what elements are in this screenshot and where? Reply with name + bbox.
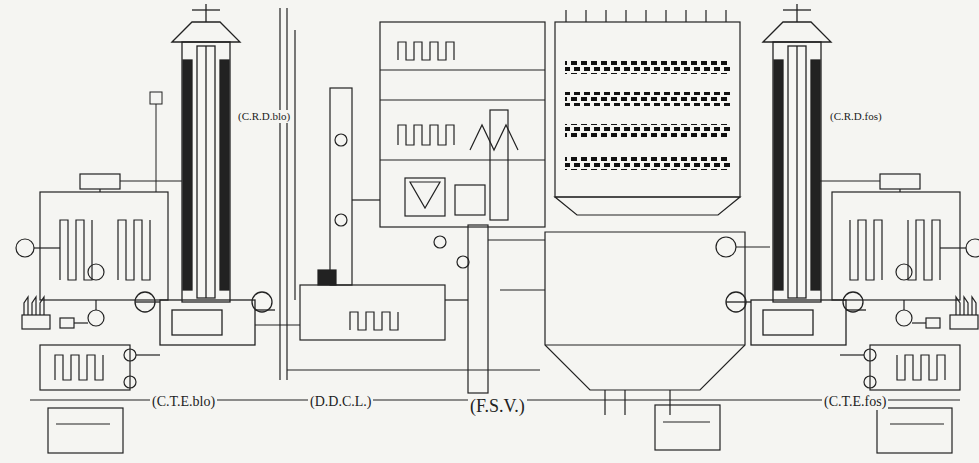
filter-tank <box>488 10 770 415</box>
area-label: (F.S.V.) <box>468 396 527 417</box>
heat-exchanger-group <box>818 174 979 453</box>
cooling-tower <box>135 4 275 345</box>
area-label: (C.R.D.fos) <box>828 110 884 123</box>
cooling-tower <box>726 4 866 345</box>
middle-plant <box>255 8 545 393</box>
pipe <box>156 104 157 192</box>
area-label: (C.R.D.blo) <box>236 110 292 123</box>
area-label: (C.T.E.fos) <box>822 394 888 410</box>
area-label: (D.D.C.L.) <box>308 394 373 410</box>
area-label: (C.T.E.blo) <box>150 394 217 410</box>
heat-exchanger-group <box>16 174 182 453</box>
instrument-box <box>150 92 162 104</box>
